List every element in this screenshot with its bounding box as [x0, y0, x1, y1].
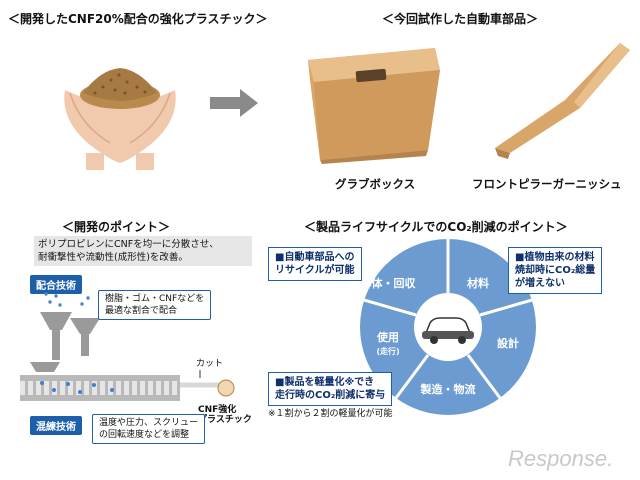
cycle-segment-material: 材料	[467, 276, 489, 290]
blending-note-line: 樹脂・ゴム・CNFなどを	[105, 294, 205, 304]
prototype-parts-heading: ＜今回試作した自動車部品＞	[382, 12, 539, 26]
material-point-box: ■植物由来の材料 焼却時にCO₂総量 が増えない	[508, 247, 603, 294]
kneading-note-line: の回転速度などを調整	[99, 430, 190, 440]
hands-pellets-image	[64, 68, 176, 170]
cycle-segment-use: 使用	[376, 330, 399, 344]
extruder-diagram	[20, 292, 235, 401]
development-summary-line: 耐衝撃性や流動性(成形性)を改善。	[38, 252, 188, 263]
development-points-heading: ＜開発のポイント＞	[62, 220, 171, 234]
cycle-segment-design: 設計	[497, 336, 519, 350]
arrow-right-icon	[210, 89, 258, 117]
car-icon	[422, 317, 474, 344]
lifecycle-cycle-diagram: 解体・回収 材料 設計 製造・物流 使用 (走行)	[360, 239, 536, 415]
blending-tech-tag: 配合技術	[30, 275, 82, 294]
recycle-point-line: リサイクルが可能	[275, 265, 355, 276]
use-point-line: 走行時のCO₂削減に寄与	[275, 390, 386, 401]
lifecycle-heading: ＜製品ライフサイクルでのCO₂削減のポイント＞	[304, 220, 568, 234]
cut-label: カット	[196, 359, 224, 369]
glove-box-image	[308, 48, 440, 164]
use-point-line: ■製品を軽量化※でき	[275, 377, 375, 388]
blending-note-line: 最適な割合で配合	[105, 306, 178, 316]
cycle-segment-disposal: 解体・回収	[361, 276, 417, 290]
use-point-box: ■製品を軽量化※でき 走行時のCO₂削減に寄与	[268, 372, 393, 406]
cnf-product-label-line: CNF強化	[198, 405, 237, 415]
glove-box-caption: グラブボックス	[335, 177, 416, 191]
blending-note: 樹脂・ゴム・CNFなどを 最適な割合で配合	[98, 290, 212, 320]
lightweight-footnote: ※１割から２割の軽量化が可能	[268, 409, 393, 419]
cnf-product-label-line: プラスチック	[198, 415, 252, 425]
development-summary: ポリプロピレンにCNFを均一に分散させ、 耐衝撃性や流動性(成形性)を改善。	[34, 236, 252, 266]
material-point-line: 焼却時にCO₂総量	[515, 265, 596, 276]
response-watermark: Response.	[508, 446, 614, 471]
recycle-point-box: ■自動車部品への リサイクルが可能	[268, 247, 362, 281]
kneading-tech-tag: 混練技術	[30, 416, 82, 435]
cycle-segment-use-sub: (走行)	[376, 346, 399, 356]
recycle-point-line: ■自動車部品への	[275, 252, 355, 263]
pillar-garnish-image	[495, 43, 630, 159]
development-summary-line: ポリプロピレンにCNFを均一に分散させ、	[38, 239, 219, 250]
cycle-segment-manufacture: 製造・物流	[420, 382, 476, 396]
material-point-line: が増えない	[515, 278, 565, 289]
cnf-plastic-heading: ＜開発したCNF20%配合の強化プラスチック＞	[8, 12, 268, 26]
cnf-product-label: CNF強化 プラスチック	[198, 405, 252, 425]
pillar-garnish-caption: フロントピラーガーニッシュ	[472, 177, 622, 191]
kneading-note: 温度や圧力、スクリュー の回転速度などを調整	[92, 414, 206, 444]
material-point-line: ■植物由来の材料	[515, 252, 595, 263]
kneading-note-line: 温度や圧力、スクリュー	[99, 418, 199, 428]
